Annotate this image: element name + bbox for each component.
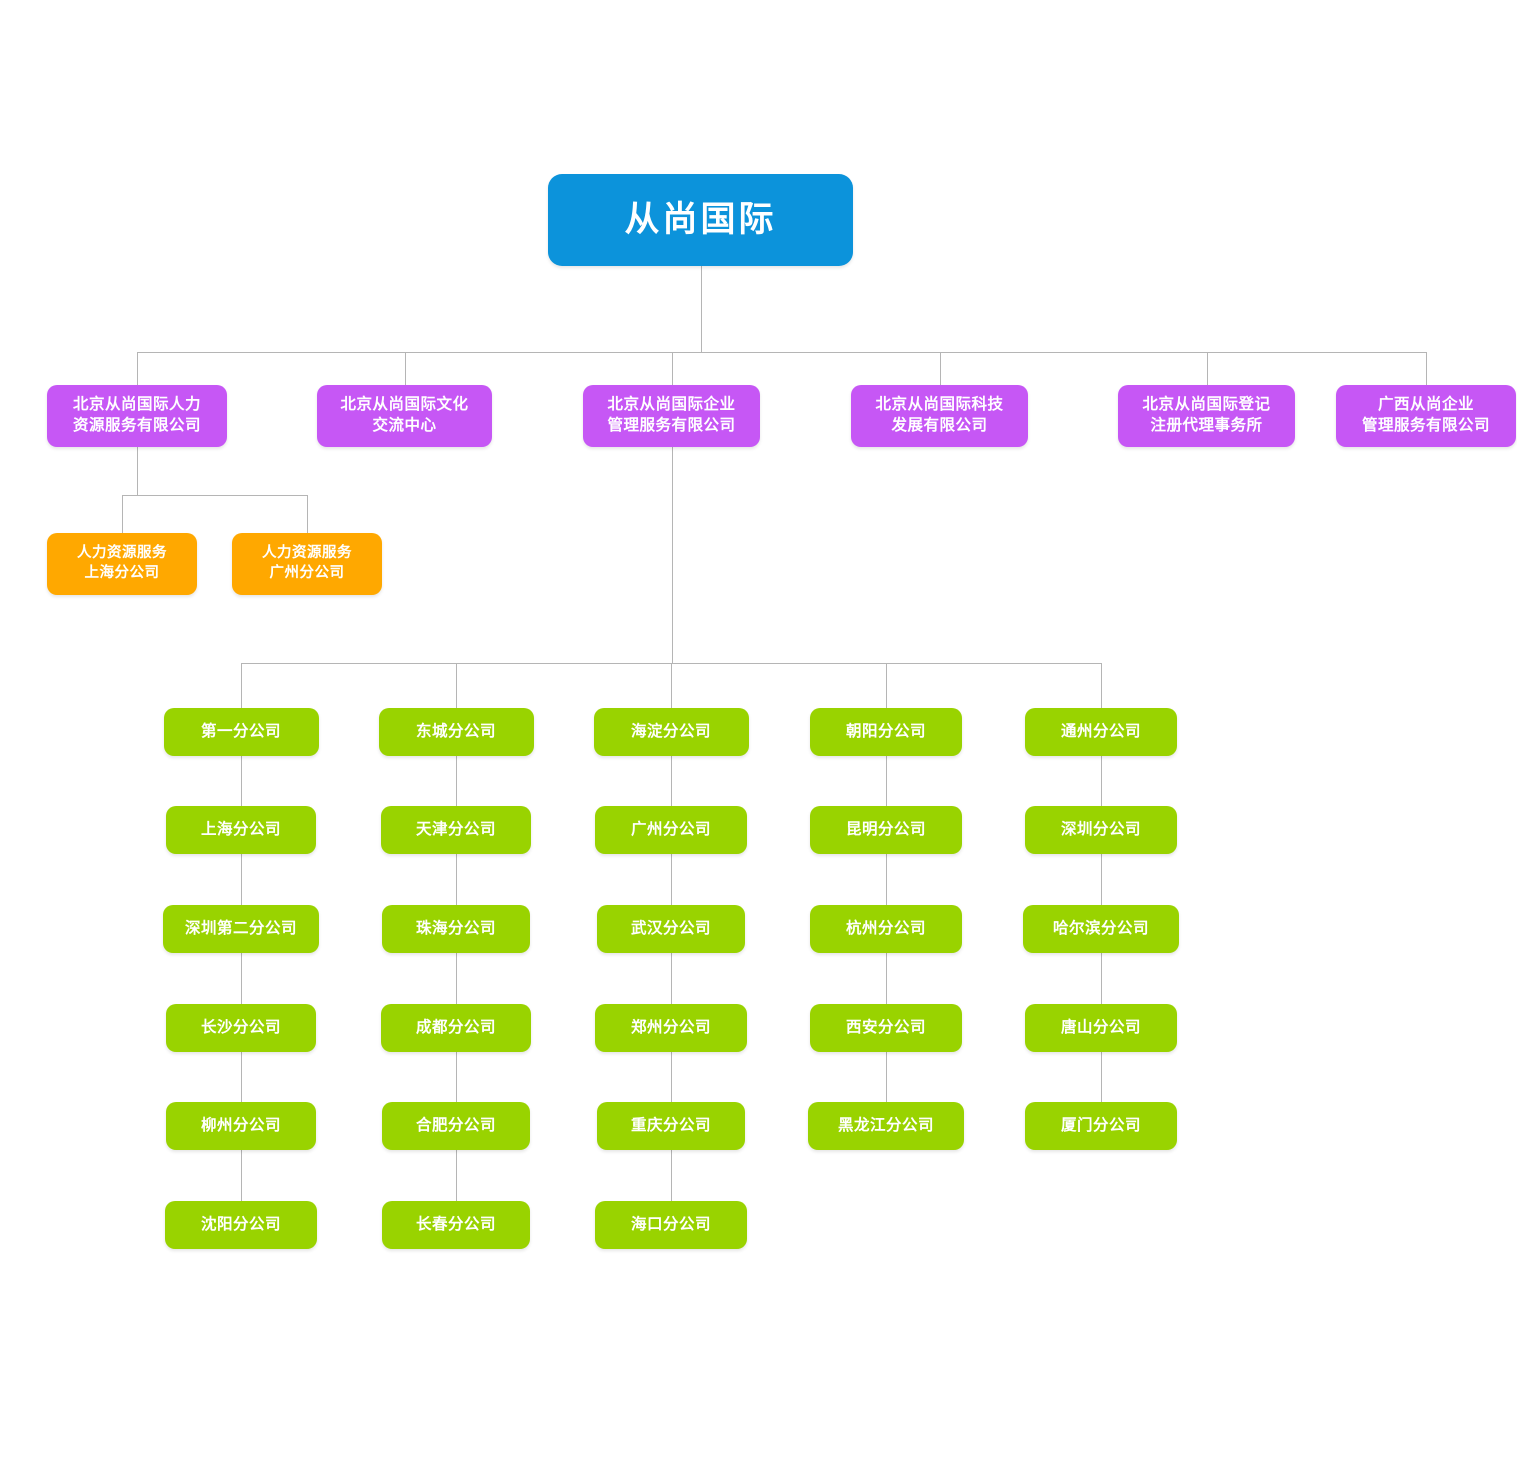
branch-node-c3-r5[interactable]: 重庆分公司 [597, 1102, 745, 1150]
branch-node-c4-r2[interactable]: 昆明分公司 [810, 806, 962, 854]
branch-node-c3-r4[interactable]: 郑州分公司 [595, 1004, 747, 1052]
branch-node-c4-r4[interactable]: 西安分公司 [810, 1004, 962, 1052]
connector-line [137, 352, 138, 385]
branch-node-c3-r2[interactable]: 广州分公司 [595, 806, 747, 854]
branch-node-c2-r1[interactable]: 东城分公司 [378, 708, 534, 756]
level2-node-beijing-registration-agency[interactable]: 北京从尚国际登记 注册代理事务所 [1118, 385, 1295, 447]
branch-node-c4-r3[interactable]: 杭州分公司 [810, 905, 962, 953]
connector-line [307, 495, 308, 533]
connector-line [1101, 663, 1102, 1102]
connector-line [939, 352, 941, 385]
hr-branch-node-hr-shanghai[interactable]: 人力资源服务 上海分公司 [47, 533, 197, 595]
branch-node-c3-r3[interactable]: 武汉分公司 [597, 905, 745, 953]
branch-node-c5-r1[interactable]: 通州分公司 [1025, 708, 1177, 756]
branch-node-c4-r5[interactable]: 黑龙江分公司 [808, 1102, 964, 1150]
branch-node-c5-r5[interactable]: 厦门分公司 [1025, 1102, 1177, 1150]
connector-line [404, 352, 406, 385]
branch-node-c5-r3[interactable]: 哈尔滨分公司 [1023, 905, 1179, 953]
connector-line [137, 447, 138, 495]
connector-line [700, 266, 702, 352]
root-node[interactable]: 从尚国际 [548, 174, 853, 266]
connector-line [1426, 352, 1427, 385]
branch-node-c1-r5[interactable]: 柳州分公司 [166, 1102, 316, 1150]
branch-node-c5-r2[interactable]: 深圳分公司 [1025, 806, 1177, 854]
branch-node-c3-r1[interactable]: 海淀分公司 [593, 708, 749, 756]
branch-node-c1-r1[interactable]: 第一分公司 [163, 708, 319, 756]
branch-node-c2-r4[interactable]: 成都分公司 [381, 1004, 531, 1052]
level2-node-beijing-hr-services[interactable]: 北京从尚国际人力 资源服务有限公司 [47, 385, 227, 447]
level2-node-beijing-culture-center[interactable]: 北京从尚国际文化 交流中心 [317, 385, 492, 447]
branch-node-c2-r5[interactable]: 合肥分公司 [382, 1102, 530, 1150]
connector-line [122, 495, 123, 533]
branch-node-c1-r3[interactable]: 深圳第二分公司 [163, 905, 319, 953]
branch-node-c2-r6[interactable]: 长春分公司 [382, 1201, 530, 1249]
connector-line [886, 663, 887, 1102]
branch-node-c3-r6[interactable]: 海口分公司 [595, 1201, 747, 1249]
level2-node-guangxi-enterprise-management[interactable]: 广西从尚企业 管理服务有限公司 [1336, 385, 1516, 447]
branch-node-c1-r6[interactable]: 沈阳分公司 [165, 1201, 317, 1249]
hr-branch-node-hr-guangzhou[interactable]: 人力资源服务 广州分公司 [232, 533, 382, 595]
connector-line [137, 352, 1426, 353]
branch-node-c2-r2[interactable]: 天津分公司 [381, 806, 531, 854]
connector-line [671, 447, 673, 663]
branch-node-c1-r4[interactable]: 长沙分公司 [166, 1004, 316, 1052]
branch-node-c1-r2[interactable]: 上海分公司 [166, 806, 316, 854]
branch-node-c5-r4[interactable]: 唐山分公司 [1025, 1004, 1177, 1052]
connector-line [122, 495, 307, 496]
level2-node-beijing-enterprise-management[interactable]: 北京从尚国际企业 管理服务有限公司 [583, 385, 760, 447]
level2-node-beijing-technology-development[interactable]: 北京从尚国际科技 发展有限公司 [851, 385, 1028, 447]
connector-line [1206, 352, 1208, 385]
connector-line [671, 352, 673, 385]
branch-node-c2-r3[interactable]: 珠海分公司 [382, 905, 530, 953]
branch-node-c4-r1[interactable]: 朝阳分公司 [810, 708, 962, 756]
